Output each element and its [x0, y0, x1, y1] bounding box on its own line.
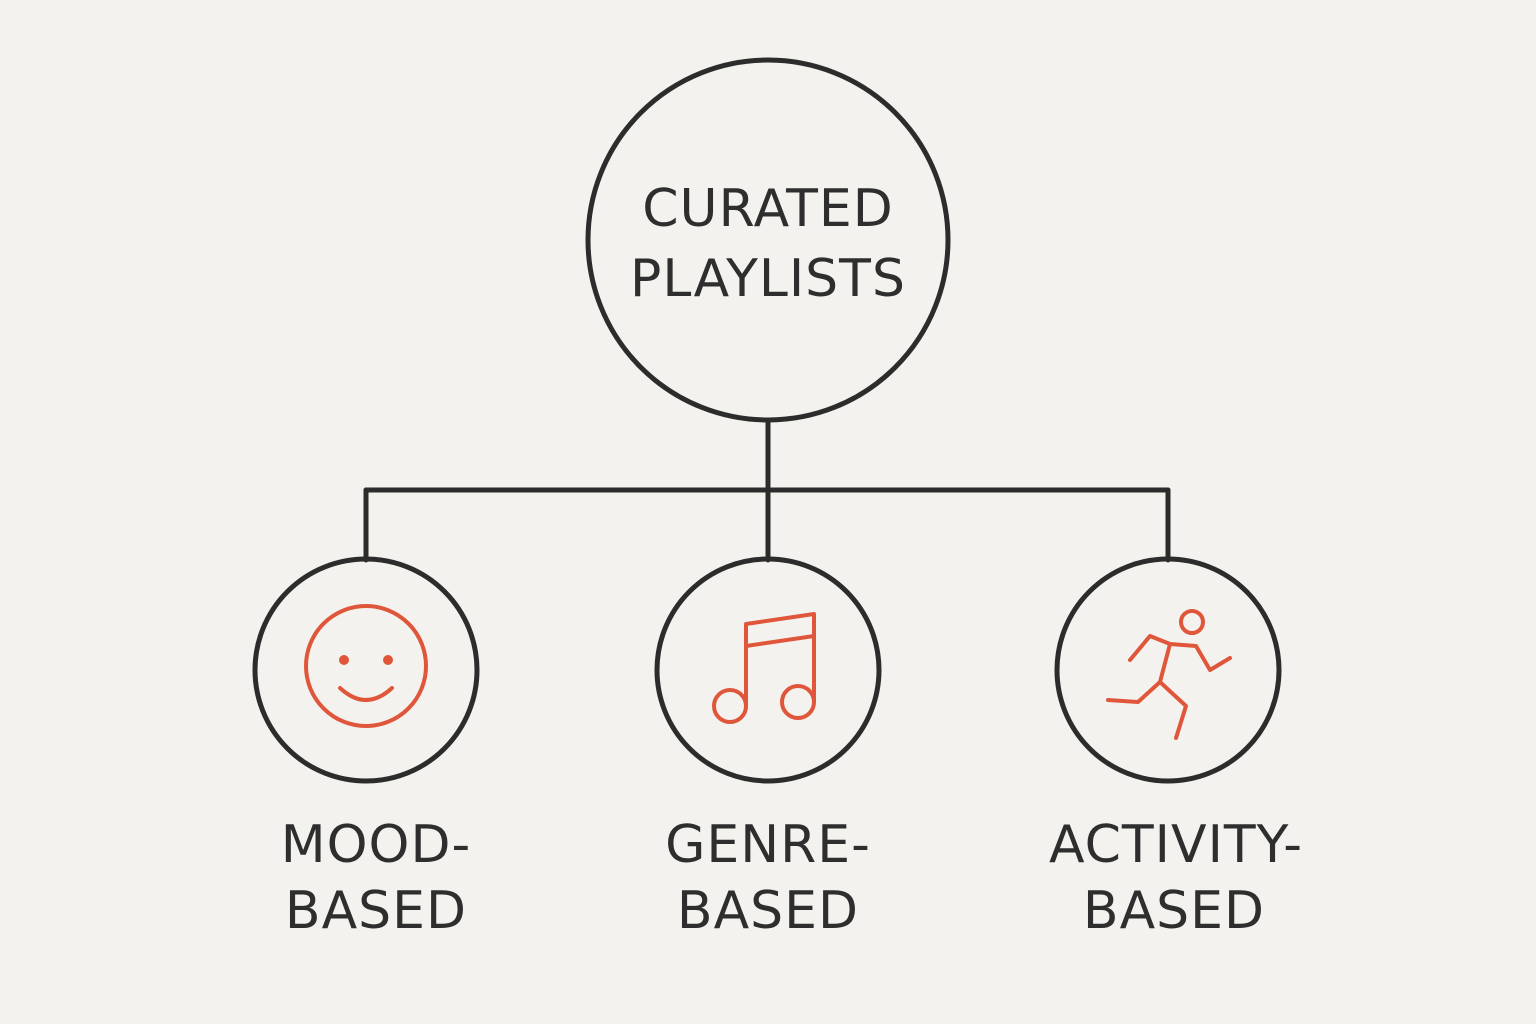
running-person-icon	[1106, 609, 1232, 740]
activity-label-line2: BASED	[1083, 881, 1265, 941]
root-label-line1: CURATED	[642, 179, 894, 239]
root-circle	[585, 57, 951, 423]
connector-lines	[363, 419, 1171, 563]
genre-label-line2: BASED	[677, 881, 859, 941]
mood-label-line2: BASED	[285, 881, 467, 941]
activity-circle	[1054, 556, 1282, 784]
root-node: CURATED PLAYLISTS	[585, 57, 951, 423]
activity-based-node: ACTIVITY- BASED	[1049, 556, 1303, 941]
activity-label-line1: ACTIVITY-	[1049, 815, 1303, 875]
mood-circle	[252, 556, 480, 784]
music-note-icon	[712, 612, 816, 724]
root-label-line2: PLAYLISTS	[630, 249, 906, 309]
genre-based-node: GENRE- BASED	[654, 556, 882, 941]
genre-circle	[654, 556, 882, 784]
smiley-face-icon	[304, 604, 428, 728]
mood-based-node: MOOD- BASED	[252, 556, 480, 941]
genre-label-line1: GENRE-	[665, 815, 871, 875]
mood-label-line1: MOOD-	[281, 815, 472, 875]
